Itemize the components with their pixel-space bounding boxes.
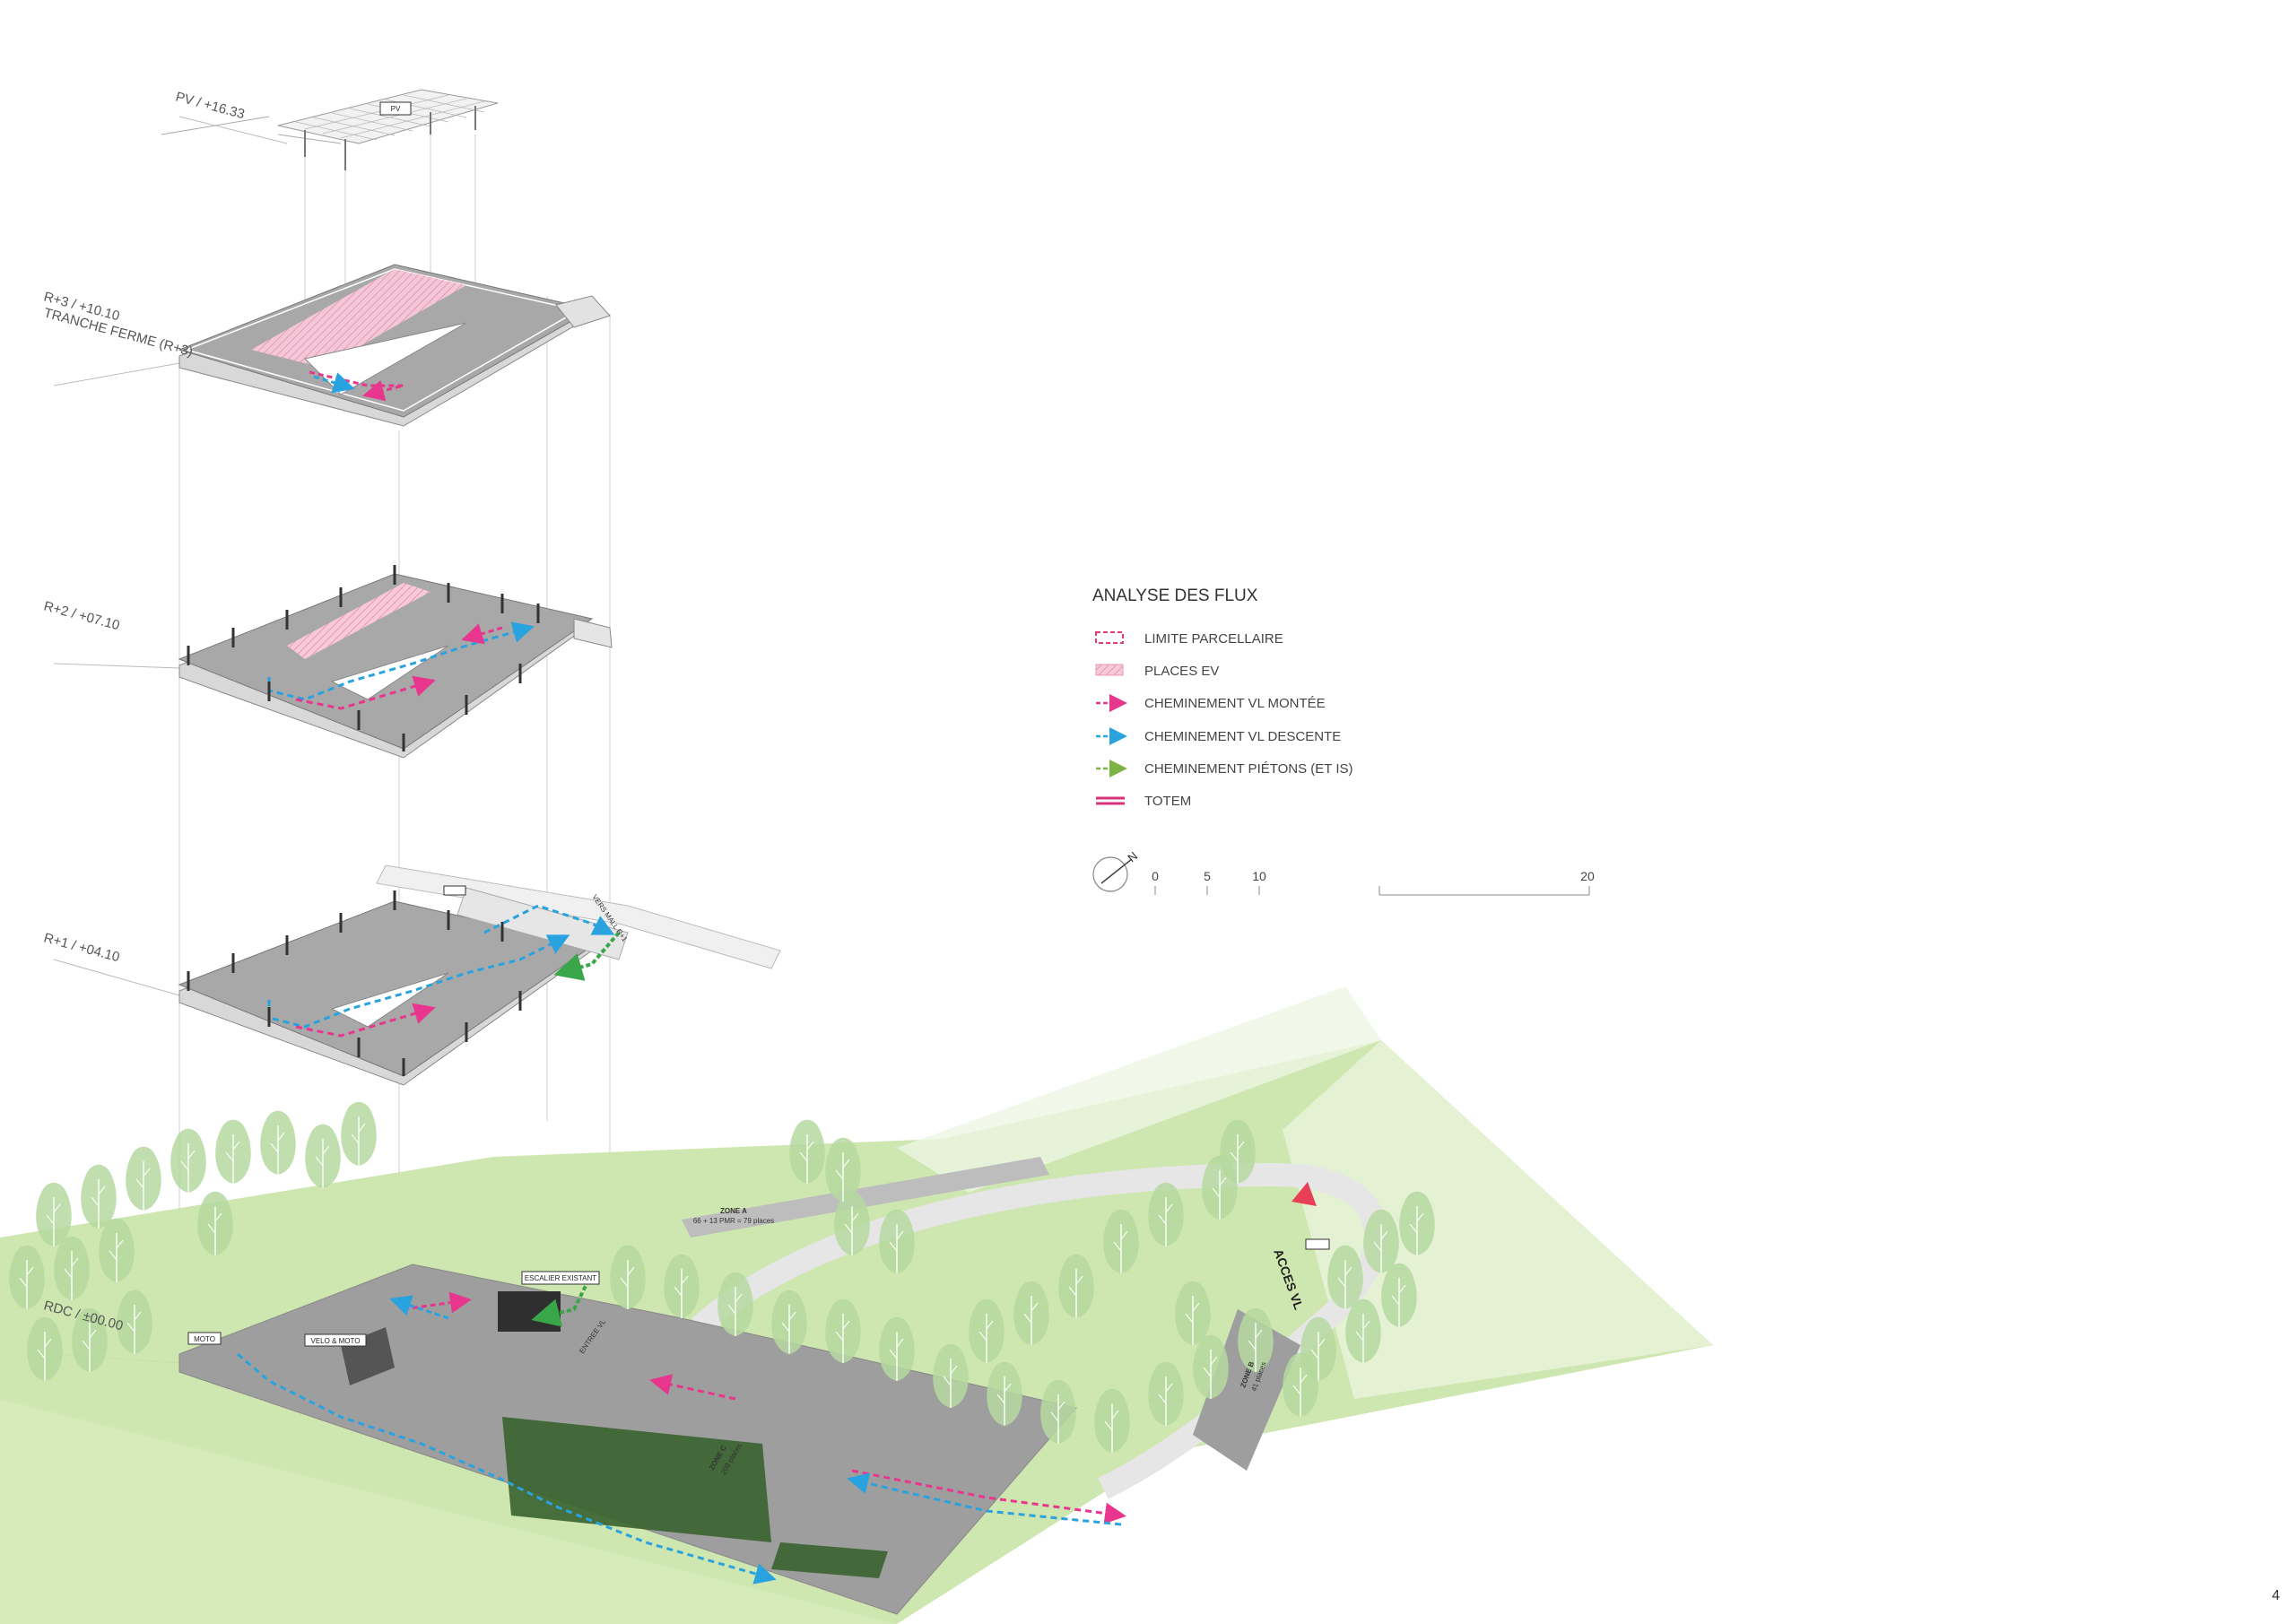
legend-item-limite: LIMITE PARCELLAIRE <box>1144 631 1283 647</box>
legend: ANALYSE DES FLUX LIMITE PARCELLAIRE PLAC… <box>1092 586 1353 809</box>
level-label-pv: PV / +16.33 <box>174 89 247 122</box>
pv-tag <box>379 101 412 116</box>
legend-item-montee: CHEMINEMENT VL MONTÉE <box>1144 696 1326 711</box>
totem-tag-access <box>1305 1238 1330 1250</box>
page-number: 4 <box>2272 1588 2280 1603</box>
legend-item-ev: PLACES EV <box>1144 664 1219 679</box>
slab-r2 <box>178 565 613 759</box>
scale-tick-20: 20 <box>1580 869 1595 883</box>
level-label-r2: R+2 / +07.10 <box>42 598 121 633</box>
legend-item-totem: TOTEM <box>1144 794 1191 809</box>
scale-bar: N 0 5 10 20 <box>1092 849 1595 896</box>
totem-tag-r1 <box>443 885 466 896</box>
slab-r1 <box>178 864 781 1086</box>
legend-item-pietons: CHEMINEMENT PIÉTONS (ET IS) <box>1144 761 1353 777</box>
tag-escalier: ESCALIER EXISTANT <box>525 1274 596 1282</box>
legend-item-descente: CHEMINEMENT VL DESCENTE <box>1144 729 1341 744</box>
scale-tick-5: 5 <box>1204 869 1211 883</box>
stair-block <box>498 1291 561 1332</box>
pv-roof-level: PV <box>277 89 499 170</box>
scale-tick-10: 10 <box>1252 869 1266 883</box>
tag-moto: MOTO <box>194 1335 215 1343</box>
north-compass-icon <box>1092 856 1128 892</box>
zone-a-label: ZONE A <box>720 1207 747 1215</box>
scale-tick-0: 0 <box>1152 869 1159 883</box>
dashed-rectangle-icon <box>1095 631 1124 644</box>
legend-title: ANALYSE DES FLUX <box>1092 586 1258 605</box>
double-line-icon <box>1096 796 1125 805</box>
ground-level <box>0 986 1713 1624</box>
slab-r3 <box>178 264 611 427</box>
access-arrow-icon <box>1292 1182 1317 1206</box>
hatched-rectangle-icon <box>1095 664 1124 676</box>
zone-a-sub: 66 + 13 PMR = 79 places <box>693 1217 774 1225</box>
tag-velo-moto: VELO & MOTO <box>311 1337 361 1345</box>
svg-text:PV: PV <box>391 105 401 113</box>
